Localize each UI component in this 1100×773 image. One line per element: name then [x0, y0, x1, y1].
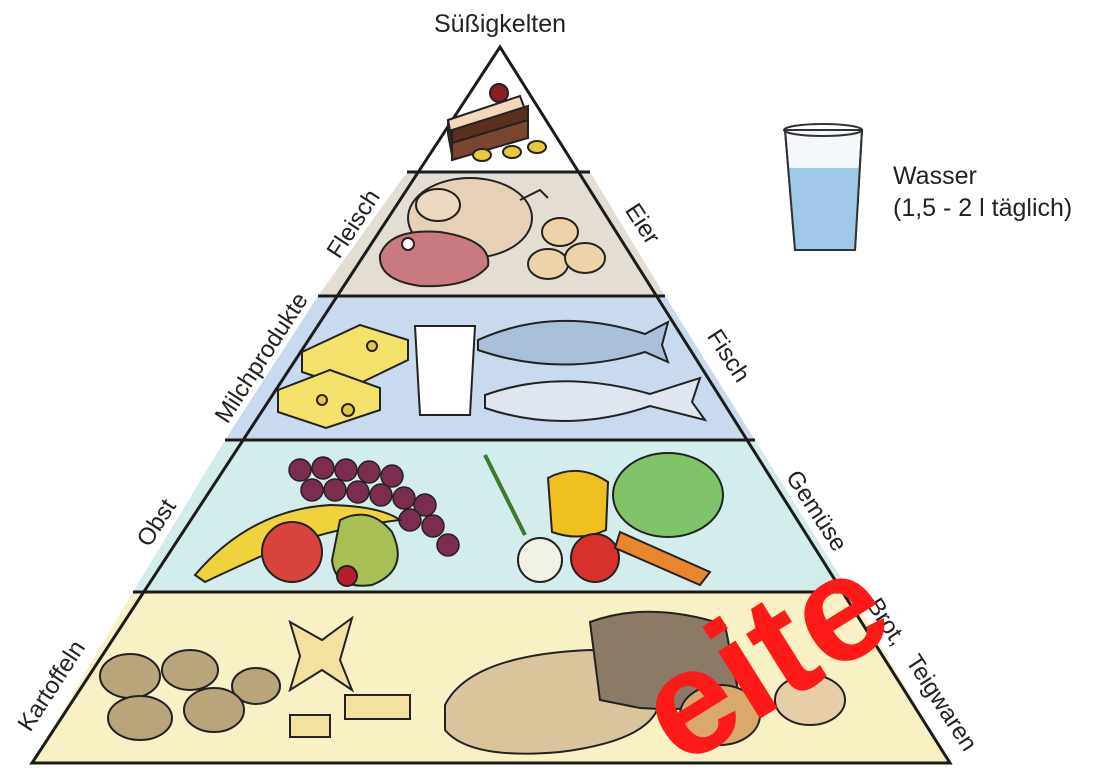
lettuce-illustration: [613, 453, 723, 537]
milk-glass-illustration: [415, 326, 475, 415]
water-amount: (1,5 - 2 l täglich): [893, 192, 1072, 224]
label-sweets: Süßigkelten: [434, 10, 566, 38]
water-title: Wasser: [893, 160, 1072, 192]
water-glass-icon: [784, 124, 862, 250]
tomato-illustration: [571, 534, 619, 582]
pepper-illustration: [548, 471, 608, 537]
water-label: Wasser (1,5 - 2 l täglich): [893, 160, 1072, 224]
